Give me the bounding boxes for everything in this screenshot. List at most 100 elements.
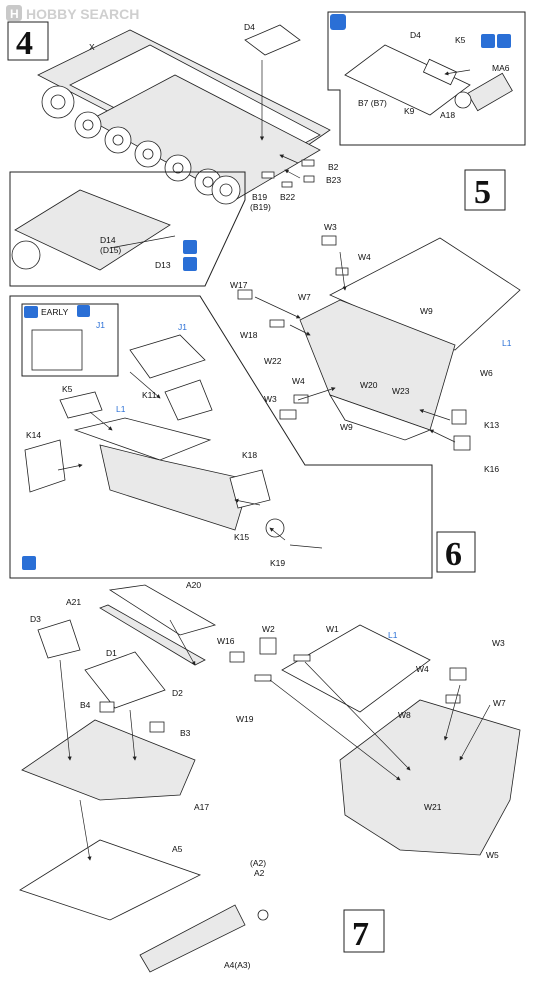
part-a4	[139, 904, 246, 973]
label-a21: A21	[66, 597, 81, 607]
label-inset-b7: B7 (B7)	[358, 98, 387, 108]
step-5-badge: 5	[464, 169, 506, 211]
part-k16	[453, 435, 471, 451]
part-k5	[422, 58, 458, 86]
label-w3: W3	[324, 222, 337, 232]
part-a20	[108, 584, 217, 636]
rotate-icon	[183, 240, 197, 254]
early-inset: EARLY J1	[21, 303, 119, 377]
glue-small-icon	[497, 34, 511, 48]
fighting-compartment	[299, 299, 456, 431]
label-a2-paren: (A2)	[250, 858, 266, 868]
label-b3: B3	[180, 728, 191, 738]
label-j1-early: J1	[96, 320, 105, 330]
label-l1-step7: L1	[388, 630, 398, 640]
label-a4: A4(A3)	[224, 960, 251, 970]
watermark-logo-icon	[6, 5, 22, 21]
label-k11: K11	[142, 390, 157, 400]
floor-a5	[19, 839, 202, 921]
label-w9: W9	[420, 306, 433, 316]
down-arrow-icon	[77, 305, 90, 317]
part-b22	[281, 181, 293, 188]
part-k11	[164, 379, 213, 421]
label-w17: W17	[230, 280, 248, 290]
upper-hull-body	[99, 444, 251, 531]
step-7-number: 7	[352, 916, 369, 953]
label-a17: A17	[194, 802, 209, 812]
part-w1	[293, 654, 311, 662]
road-wheels	[41, 85, 241, 205]
label-inset-k5: K5	[455, 35, 466, 45]
label-l1: L1	[502, 338, 512, 348]
watermark-logo-letter: H	[10, 7, 19, 21]
label-x: X	[89, 42, 95, 52]
label-w23: W23	[392, 386, 410, 396]
label-d13: D13	[155, 260, 171, 270]
label-b23: B23	[326, 175, 341, 185]
part-b4	[99, 701, 115, 713]
hull-floor	[329, 394, 432, 441]
part-w3	[449, 667, 467, 681]
label-w4b: W4	[292, 376, 305, 386]
label-w20: W20	[360, 380, 378, 390]
label-w21: W21	[424, 802, 442, 812]
step-4-inset-towbar: D14 (D15) D13	[9, 171, 246, 287]
label-w6: W6	[480, 368, 493, 378]
step-6-drawing: EARLY J1 J1 K5 K11 L1 K14 K18 K15 K19	[9, 295, 433, 579]
part-k19	[289, 544, 323, 549]
label-b19: B19	[252, 192, 267, 202]
glue-icon-2	[183, 257, 197, 271]
label-b2: B2	[328, 162, 339, 172]
label-a2: A2	[254, 868, 265, 878]
part-w4	[445, 694, 461, 704]
label-inset-d4: D4	[410, 30, 421, 40]
part-ma6	[467, 72, 513, 112]
part-k14	[24, 439, 66, 493]
label-d1: D1	[106, 648, 117, 658]
part-k13	[451, 409, 467, 425]
label-d14: D14	[100, 235, 116, 245]
part-k18	[229, 469, 271, 509]
label-k13: K13	[484, 420, 499, 430]
label-b22: B22	[280, 192, 295, 202]
label-inset-k9: K9	[404, 106, 415, 116]
part-d3	[37, 619, 81, 659]
towbar-d13	[109, 235, 176, 249]
part-a21	[99, 604, 206, 666]
label-d3: D3	[30, 614, 41, 624]
label-w7: W7	[298, 292, 311, 302]
part-w16	[229, 651, 245, 663]
part-k15	[265, 518, 285, 538]
label-w3b: W3	[264, 394, 277, 404]
label-j1: J1	[178, 322, 187, 332]
label-w5: W5	[486, 850, 499, 860]
floor-a17	[21, 719, 196, 801]
hull-interior	[339, 699, 521, 856]
label-inset-a18: A18	[440, 110, 455, 120]
part-a2	[257, 909, 269, 921]
part-a18	[454, 91, 472, 109]
step-4-inset-engine: D4 K5 B7 (B7) K9 A18 MA6	[327, 11, 526, 146]
early-label: EARLY	[41, 307, 69, 317]
label-d2: D2	[172, 688, 183, 698]
label-w1: W1	[326, 624, 339, 634]
label-d4: D4	[244, 22, 255, 32]
hull-top-l1	[281, 624, 431, 713]
label-w2: W2	[262, 624, 275, 634]
engine-deck	[344, 44, 471, 116]
upper-hull-l1	[73, 417, 212, 461]
step-4-drawing: X D4 B2 B23 B19 (B19) B22 D4 K5 B7 (B7) …	[9, 11, 526, 287]
label-w8: W8	[398, 710, 411, 720]
part-d1	[84, 651, 166, 709]
label-w19: W19	[236, 714, 254, 724]
label-w7-step7: W7	[493, 698, 506, 708]
label-l1-step6: L1	[116, 404, 126, 414]
watermark-text: HOBBY SEARCH	[26, 6, 139, 22]
info-icon	[24, 306, 38, 318]
watermark: H HOBBY SEARCH	[6, 5, 139, 22]
hull-rear	[14, 189, 171, 271]
part-w18	[269, 319, 285, 328]
step-5-number: 5	[474, 174, 491, 211]
label-k14: K14	[26, 430, 41, 440]
part-b19	[261, 171, 275, 179]
